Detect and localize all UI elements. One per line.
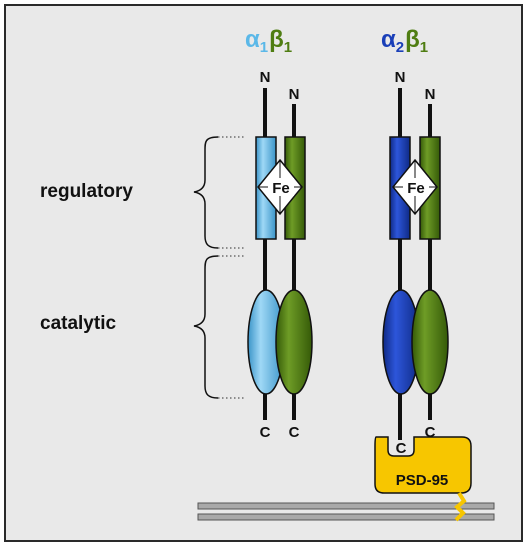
psd95-label: PSD-95: [396, 472, 449, 489]
beta1-n-terminus: N: [289, 86, 300, 103]
dimer-title-2: α2β1: [381, 26, 428, 56]
alpha2-c-terminus: C: [396, 440, 407, 457]
dimer-title-1: α1β1: [245, 26, 292, 56]
membrane-layer-outer: [197, 502, 495, 510]
psd95-protein: [374, 436, 472, 494]
fe-label: Fe: [272, 180, 290, 197]
beta1-catalytic-domain: [275, 289, 313, 395]
regulatory-label: regulatory: [40, 181, 133, 202]
regulatory-brace: [193, 136, 219, 249]
alpha1-n-terminus: N: [260, 69, 271, 86]
membrane-layer-inner: [197, 513, 495, 521]
beta1-c-terminus: C: [289, 424, 300, 441]
fe-backdrop: [268, 178, 294, 196]
dimer-alpha2-beta1: PSD-95 Fe N N C C: [197, 69, 495, 522]
beta1-c-terminus: C: [425, 424, 436, 441]
fe-label: Fe: [407, 180, 425, 197]
catalytic-label: catalytic: [40, 313, 116, 334]
beta1-catalytic-domain: [411, 289, 449, 395]
membrane-anchor: [454, 491, 467, 522]
alpha1-c-terminus: C: [260, 424, 271, 441]
catalytic-brace: [193, 255, 219, 399]
fe-backdrop: [403, 178, 429, 196]
alpha2-n-terminus: N: [395, 69, 406, 86]
beta1-n-terminus: N: [425, 86, 436, 103]
dimer-alpha1-beta1: Fe N N C C: [247, 69, 313, 441]
